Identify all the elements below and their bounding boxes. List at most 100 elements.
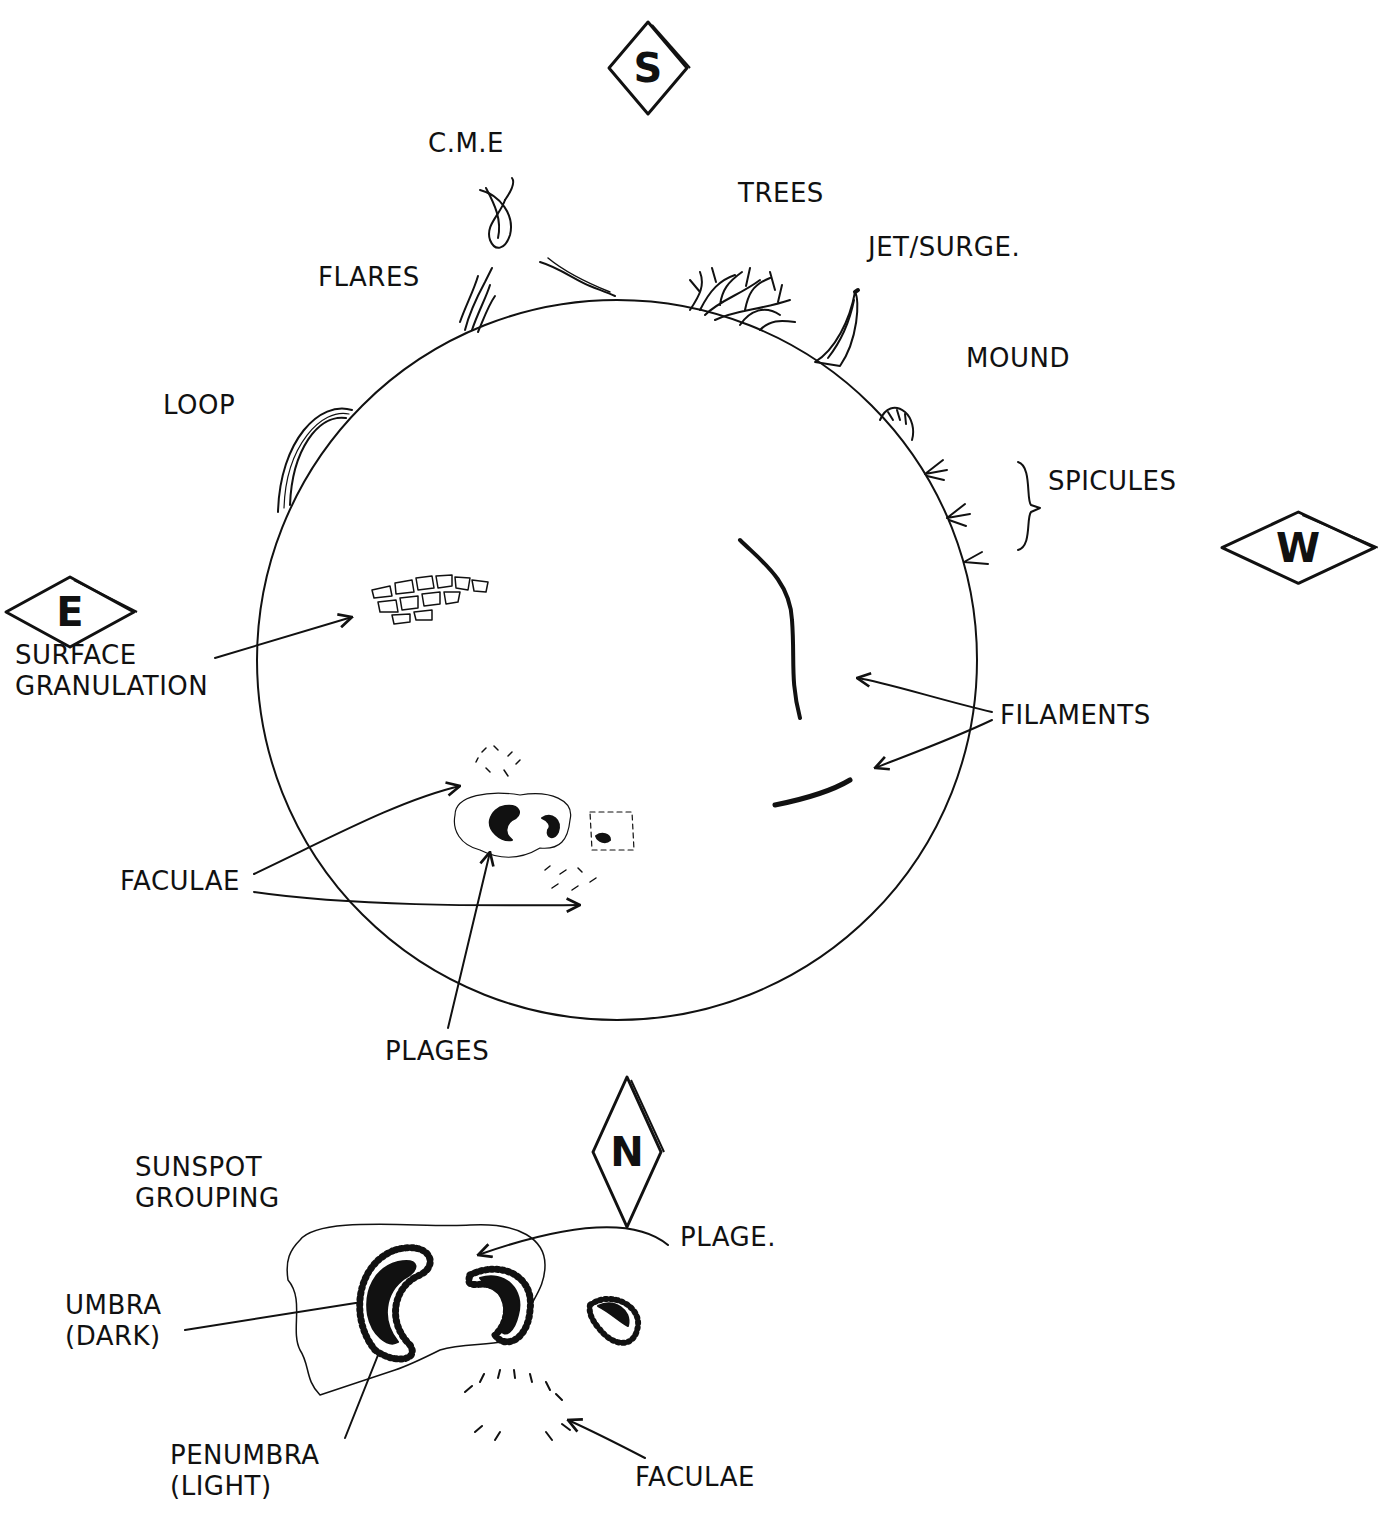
diamond-outline (6, 577, 134, 647)
mound-sketch (880, 408, 913, 440)
leader-line (568, 1420, 645, 1458)
sunspot-sketch (490, 806, 519, 840)
faculae-marks (545, 866, 596, 890)
filament-sketch (775, 780, 850, 805)
jet-sketch (855, 290, 858, 292)
filament-sketch (740, 540, 800, 718)
sunspot-group-sketch (590, 1299, 638, 1343)
feature-label: TREES (738, 178, 824, 209)
sunspot-sketch (542, 816, 559, 837)
filament-sketch (740, 540, 850, 805)
cme-sketch (548, 258, 610, 292)
granulation-sketch (416, 576, 434, 590)
sunspot-sketch (590, 812, 634, 850)
bracket (1018, 462, 1040, 550)
feature-label: C.M.E (428, 128, 504, 159)
granulation-sketch (395, 580, 414, 594)
sun-disk (257, 300, 977, 1020)
granulation-sketch (378, 600, 398, 612)
bracket (1018, 462, 1040, 550)
feature-label: SURFACE GRANULATION (15, 640, 265, 702)
jet-sketch (828, 300, 854, 358)
sunspot-group-sketch (480, 1276, 519, 1333)
granulation-sketch (400, 596, 418, 610)
mound-sketch (880, 408, 913, 440)
compass-diamond: E (6, 577, 134, 647)
loop-sketch (290, 418, 346, 505)
spicules-sketch (964, 552, 988, 564)
sunspot-group-sketch (469, 1269, 531, 1342)
compass-diamond: S (609, 22, 687, 114)
cme-sketch (540, 262, 615, 296)
feature-label: JET/SURGE. (868, 232, 1020, 263)
compass-letter: S (634, 48, 663, 88)
leader-line (254, 786, 460, 874)
granulation-sketch (472, 580, 488, 592)
sunspot-group-sketch (598, 1303, 629, 1326)
sunspot-group-sketch (360, 1248, 430, 1359)
sunspot-group-sketch (590, 1299, 638, 1343)
cme-sketch (505, 178, 513, 200)
faculae-marks (476, 746, 520, 776)
feature-label: FACULAE (120, 866, 240, 897)
mound-sketch (888, 410, 906, 424)
sunspot-group-sketch (367, 1261, 415, 1343)
feature-label: PENUMBRA (LIGHT) (170, 1440, 370, 1502)
compass-diamond: N (593, 1077, 661, 1227)
granulation-sketch (436, 575, 452, 588)
spicules-sketch (947, 504, 970, 526)
granulation-sketch (414, 610, 432, 620)
leader-line (254, 892, 580, 905)
flare-sketch (460, 268, 495, 332)
leader-line (875, 720, 992, 768)
leader-line (215, 617, 352, 658)
feature-label: PLAGES (385, 1036, 489, 1067)
compass-letter: W (1276, 528, 1320, 568)
granulation-sketch (372, 586, 392, 598)
sunspot-sketch (454, 793, 634, 857)
sunspot-sketch (454, 793, 570, 857)
granulation-sketch (372, 575, 488, 624)
granulation-sketch (392, 614, 410, 624)
sunspot-group-sketch (360, 1248, 430, 1359)
trees-sketch (690, 268, 795, 330)
compass-letter: E (56, 592, 83, 632)
leader-line (478, 1227, 668, 1255)
granulation-sketch (444, 592, 460, 604)
spicules-sketch (925, 460, 947, 480)
feature-label: FILAMENTS (1000, 700, 1151, 731)
sunspot-sketch (596, 834, 610, 842)
loop-sketch (278, 408, 352, 512)
leader-line (857, 678, 992, 712)
loop-sketch (278, 408, 352, 512)
feature-label: MOUND (966, 343, 1070, 374)
sunspot-group-sketch (469, 1269, 531, 1342)
compass-letter: N (610, 1132, 643, 1172)
feature-label: SUNSPOT GROUPING (135, 1152, 375, 1214)
compass-diamond: W (1222, 512, 1375, 583)
leader-line (185, 1302, 362, 1330)
jet-sketch (815, 290, 858, 366)
sunspot-group-sketch (287, 1224, 638, 1440)
feature-label: FLARES (318, 262, 420, 293)
diamond-outline (593, 1077, 661, 1227)
spicules-sketch (925, 460, 988, 564)
feature-label: LOOP (163, 390, 235, 421)
granulation-sketch (455, 577, 470, 590)
cme-sketch (486, 188, 499, 238)
feature-label: PLAGE. (680, 1222, 776, 1253)
leader-line (185, 617, 992, 1458)
feature-label: FACULAE (635, 1462, 755, 1493)
diamond-outline (1222, 512, 1375, 583)
flare-sketch (478, 296, 495, 332)
leader-line (448, 852, 490, 1028)
feature-label: UMBRA (DARK) (65, 1290, 215, 1352)
granulation-sketch (422, 592, 440, 606)
trees-sketch (690, 268, 795, 330)
faculae-marks (476, 746, 596, 890)
cme-sketch (480, 178, 615, 296)
sunspot-group-sketch (465, 1370, 570, 1440)
